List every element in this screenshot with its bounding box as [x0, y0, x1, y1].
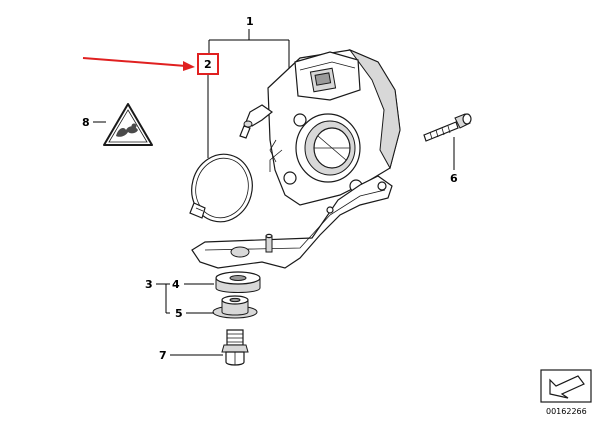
callout-7[interactable]: 7	[159, 349, 223, 362]
callout-5[interactable]: 5	[166, 307, 214, 320]
hex-screw	[221, 329, 249, 366]
rubber-grommet	[215, 271, 261, 293]
callout-2[interactable]: 2	[197, 53, 219, 158]
callout-4[interactable]: 4	[166, 278, 214, 291]
callout-1[interactable]: 1	[208, 15, 290, 75]
svg-text:7: 7	[159, 349, 167, 362]
hose-clamp-ring	[189, 153, 253, 223]
svg-text:3: 3	[145, 278, 153, 291]
throttle-body	[239, 48, 401, 206]
warning-triangle-icon	[103, 103, 153, 146]
callout-6[interactable]: 6	[450, 137, 458, 185]
callout-3[interactable]: 3	[145, 278, 167, 313]
callout-8[interactable]: 8	[82, 116, 106, 129]
svg-text:4: 4	[172, 278, 180, 291]
mounting-bracket	[191, 175, 393, 269]
diagram-navigation-arrow-icon[interactable]	[540, 369, 592, 403]
svg-text:1: 1	[246, 15, 254, 28]
svg-text:2: 2	[204, 58, 212, 71]
highlight-arrow-icon	[82, 57, 195, 71]
svg-text:6: 6	[450, 172, 458, 185]
hex-bolt	[423, 113, 472, 142]
svg-text:8: 8	[82, 116, 90, 129]
spacer-sleeve	[212, 295, 258, 319]
diagram-number: 00162266	[546, 407, 587, 416]
svg-text:5: 5	[175, 307, 183, 320]
